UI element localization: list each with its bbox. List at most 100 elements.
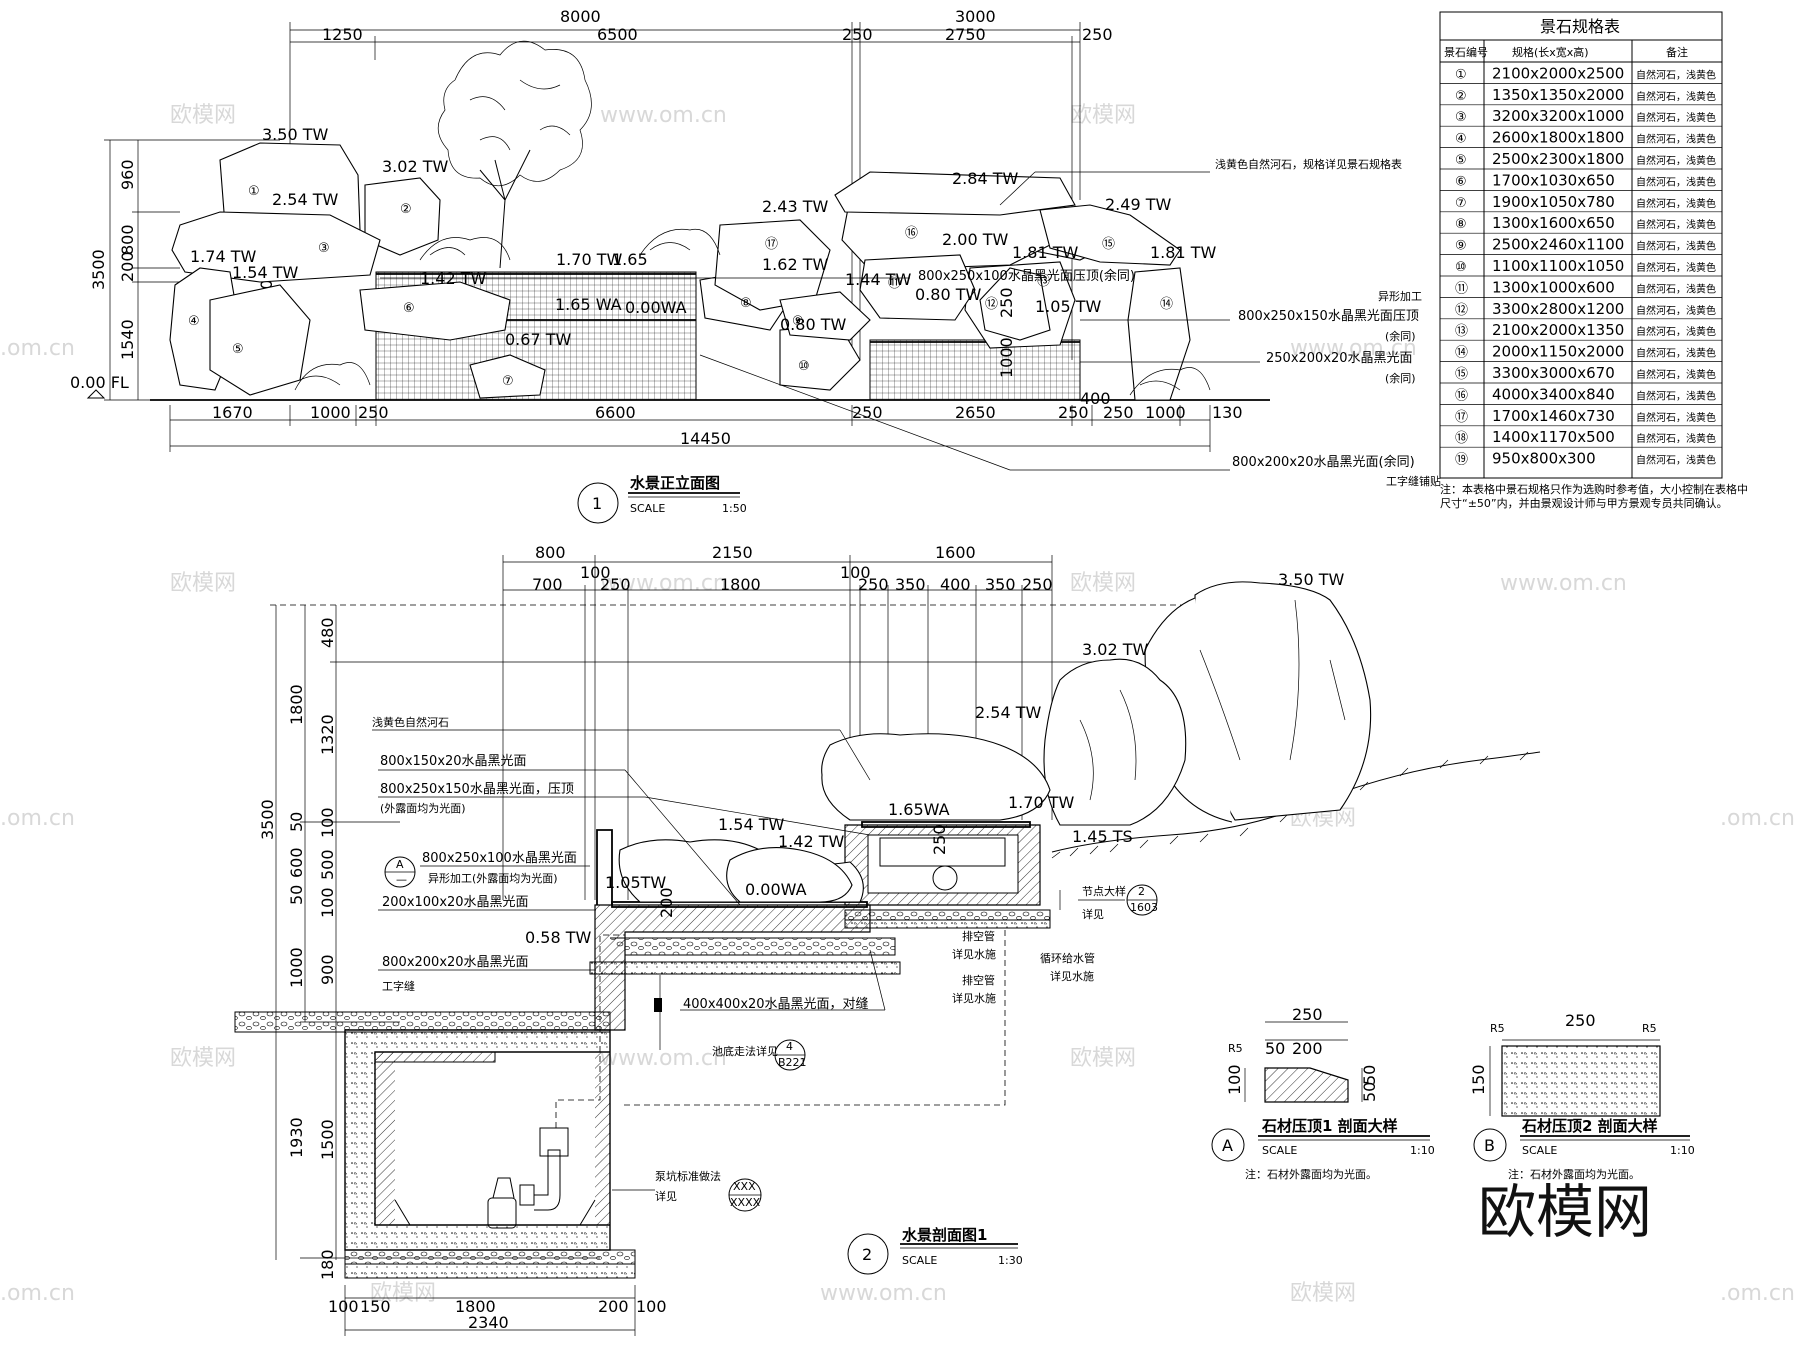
scale-label: SCALE <box>630 502 665 515</box>
watermark-brand: 欧模网 <box>1478 1178 1652 1246</box>
rock-label-15: ⑮ <box>1102 237 1115 252</box>
tree-symbol <box>437 40 592 269</box>
rock-label-17: ⑰ <box>765 237 778 252</box>
level-mark: 1.65WA <box>888 800 950 819</box>
dim-1000: 1000 <box>997 337 1016 378</box>
dim-50: 50 <box>1360 1065 1379 1085</box>
scale-value: 1:10 <box>1670 1144 1695 1157</box>
rock-label-10: ⑩ <box>798 359 810 374</box>
table-cell-note: 自然河石，浅黄色 <box>1636 261 1716 274</box>
dim-2340: 2340 <box>468 1313 509 1332</box>
table-cell-note: 自然河石，浅黄色 <box>1636 240 1716 253</box>
table-cell-id: ⑱ <box>1455 431 1468 446</box>
note-facing-200: 800x200x20水晶黑光面 <box>382 955 529 970</box>
level-mark: 2.84 TW <box>952 169 1018 188</box>
dim-1600: 1600 <box>935 543 976 562</box>
dim-14450: 14450 <box>680 429 731 448</box>
table-cell-size: 4000x3400x840 <box>1492 385 1615 403</box>
watermark-url: .om.cn <box>0 336 75 361</box>
rock-label-4: ④ <box>188 314 200 329</box>
dim-1000: 1000 <box>287 947 306 988</box>
table-cell-size: 2500x2300x1800 <box>1492 150 1624 168</box>
dim-960: 960 <box>118 159 137 190</box>
pump-pit <box>344 930 1006 1279</box>
note-node-detail: 节点大样 <box>1082 884 1126 898</box>
dim-8000: 8000 <box>560 7 601 26</box>
note-pump-pit: 泵坑标准做法 <box>655 1169 721 1183</box>
dim-1930: 1930 <box>287 1117 306 1158</box>
watermark-url: .om.cn <box>1720 806 1795 831</box>
table-cell-id: ⑲ <box>1455 453 1468 468</box>
note-same: (余同) <box>1385 371 1416 385</box>
table-cell-id: ⑧ <box>1455 217 1467 232</box>
dim-100: 100 <box>318 807 337 838</box>
dim-150: 150 <box>360 1297 391 1316</box>
note-see-plumbing: 详见水施 <box>952 947 996 961</box>
table-cell-size: 1900x1050x780 <box>1492 193 1615 211</box>
rock-label-12: ⑫ <box>985 297 998 312</box>
level-mark: 1.05 TW <box>1035 297 1101 316</box>
dim-350: 350 <box>985 575 1016 594</box>
dim-1540: 1540 <box>118 319 137 360</box>
radius-r5: R5 <box>1228 1042 1243 1055</box>
note-see: 详见 <box>1082 907 1104 921</box>
dim-250: 250 <box>858 575 889 594</box>
watermark-url: www.om.cn <box>600 1046 727 1071</box>
note-coping-100: 800x250x100水晶黑光面 <box>422 851 577 866</box>
watermark-logo: 欧模网 <box>370 1281 436 1306</box>
table-cell-id: ⑫ <box>1455 303 1468 318</box>
dim-250: 250 <box>1058 403 1089 422</box>
table-cell-size: 1300x1000x600 <box>1492 278 1615 296</box>
title-number: 2 <box>862 1245 872 1264</box>
dim-200: 200 <box>598 1297 629 1316</box>
note-trim-250: 250x200x20水晶黑光面 <box>1266 351 1413 366</box>
dim-900: 900 <box>318 954 337 985</box>
note-drain-pipe: 排空管 <box>962 973 995 987</box>
table-cell-size: 950x800x300 <box>1492 450 1596 468</box>
callout-node: 2 <box>1138 885 1145 898</box>
watermark-url: www.om.cn <box>600 103 727 128</box>
level-mark: 1.42 TW <box>778 832 844 851</box>
pool-wall-right <box>869 339 1081 401</box>
radius-r5: R5 <box>1490 1022 1505 1035</box>
detail-title: 石材压顶2 剖面大样 <box>1521 1117 1658 1135</box>
level-mark: 1.05TW <box>605 873 666 892</box>
level-mark: 1.81 TW <box>1012 243 1078 262</box>
table-cell-note: 自然河石，浅黄色 <box>1636 304 1716 317</box>
callout-node-sheet: 1603 <box>1130 901 1158 914</box>
detail-title: 石材压顶1 剖面大样 <box>1261 1117 1398 1135</box>
watermark-logo: 欧模网 <box>1070 1046 1136 1071</box>
note-trim-200: 200x100x20水晶黑光面 <box>382 895 529 910</box>
table-cell-id: ⑮ <box>1455 367 1468 382</box>
table-cell-id: ⑪ <box>1455 281 1468 296</box>
note-running-bond: 工字缝铺贴 <box>1386 474 1441 488</box>
watermark-logo: 欧模网 <box>1070 571 1136 596</box>
dim-100: 100 <box>318 887 337 918</box>
rock-number-labels: ① ② ③ ④ ⑤ ⑥ ⑦ ⑧ ⑨ ⑩ ⑪ ⑫ ⑬ ⑭ ⑮ ⑯ ⑰ <box>188 184 1173 389</box>
table-cell-note: 自然河石，浅黄色 <box>1636 175 1716 188</box>
table-cell-note: 自然河石，浅黄色 <box>1636 325 1716 338</box>
section-notes: 浅黄色自然河石 800x150x20水晶黑光面 800x250x150水晶黑光面… <box>372 715 1158 1212</box>
level-mark: 0.80 TW <box>780 315 846 334</box>
table-cell-size: 2600x1800x1800 <box>1492 129 1624 147</box>
table-cell-size: 3200x3200x1000 <box>1492 107 1624 125</box>
level-0-fl: 0.00 FL <box>70 373 129 392</box>
dim-400: 400 <box>940 575 971 594</box>
table-cell-id: ⑬ <box>1455 324 1468 339</box>
watermark-url: www.om.cn <box>600 571 727 596</box>
watermark-url: .om.cn <box>1720 1281 1795 1306</box>
watermark-url: www.om.cn <box>820 1281 947 1306</box>
level-mark: 3.02 TW <box>382 157 448 176</box>
level-mark: 2.49 TW <box>1105 195 1171 214</box>
table-cell-note: 自然河石，浅黄色 <box>1636 368 1716 381</box>
rock-label-7: ⑦ <box>502 374 514 389</box>
table-cell-note: 自然河石，浅黄色 <box>1636 111 1716 124</box>
dim-1250: 1250 <box>322 25 363 44</box>
dim-150: 150 <box>1469 1064 1488 1095</box>
rock-label-13: ⑬ <box>1037 274 1050 289</box>
section-title: 2 水景剖面图1 SCALE 1:30 <box>847 1226 1023 1275</box>
table-cell-id: ⑤ <box>1455 153 1467 168</box>
plant-symbols <box>294 228 1211 396</box>
dim-100: 100 <box>840 563 871 582</box>
